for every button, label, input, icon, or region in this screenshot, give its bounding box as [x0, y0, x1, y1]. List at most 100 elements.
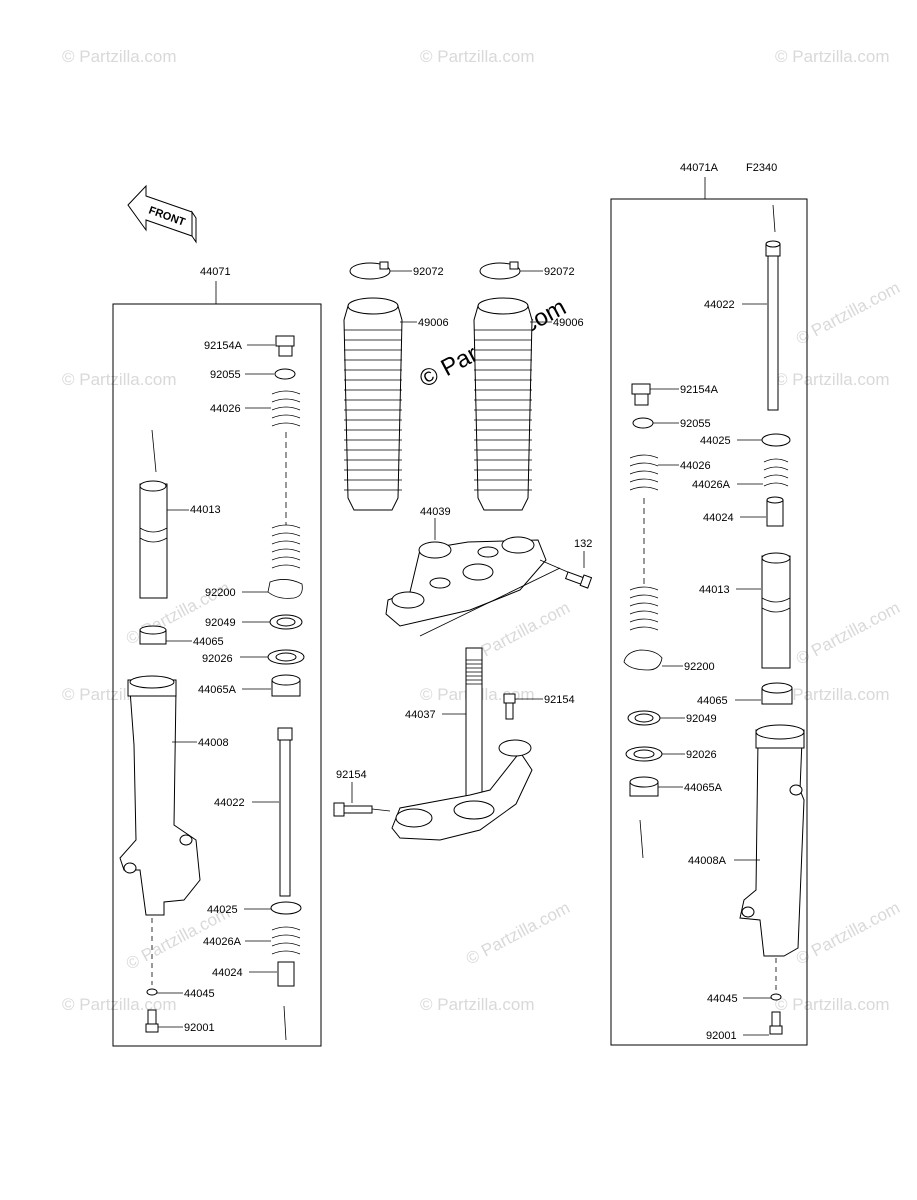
left-part-44024: 44024: [212, 961, 295, 1041]
left-part-92049: 92049: [205, 614, 303, 630]
left-part-44045: 44045: [146, 918, 215, 1000]
left-part-92055: 92055: [210, 368, 296, 381]
svg-text:92049: 92049: [686, 713, 717, 725]
svg-text:92026: 92026: [686, 749, 717, 761]
left-part-44026A: 44026A: [203, 926, 301, 955]
svg-text:44024: 44024: [212, 967, 243, 979]
svg-text:49006: 49006: [553, 317, 584, 329]
left-part-92026: 92026: [202, 649, 305, 665]
svg-text:44025: 44025: [700, 435, 731, 447]
svg-text:49006: 49006: [418, 317, 449, 329]
svg-text:44026A: 44026A: [692, 479, 731, 491]
svg-text:92200: 92200: [205, 587, 236, 599]
left-part-44025: 44025: [207, 901, 302, 916]
svg-text:92049: 92049: [205, 617, 236, 629]
right-part-92049: 92049: [627, 710, 717, 726]
watermark: © Partzilla.com: [463, 898, 573, 969]
svg-text:44026A: 44026A: [203, 936, 242, 948]
svg-text:44065: 44065: [697, 695, 728, 707]
watermark: © Partzilla.com: [420, 47, 535, 66]
left-part-44065A: 44065A: [198, 674, 301, 697]
figure-code: F2340: [746, 162, 777, 174]
svg-text:44065A: 44065A: [684, 782, 723, 794]
svg-text:92072: 92072: [413, 266, 444, 278]
svg-text:44013: 44013: [699, 584, 730, 596]
right-part-44013: 44013: [699, 552, 791, 669]
svg-text:92154A: 92154A: [680, 384, 719, 396]
watermark: © Partzilla.com: [793, 278, 903, 349]
svg-text:44026: 44026: [210, 403, 241, 415]
watermark: © Partzilla.com: [793, 598, 903, 669]
svg-text:44026: 44026: [680, 460, 711, 472]
watermark: © Partzilla.com: [62, 995, 177, 1014]
svg-text:92200: 92200: [684, 661, 715, 673]
right-part-92026: 92026: [625, 746, 717, 762]
left-part-92001: 92001: [145, 1009, 215, 1034]
left-part-44013: 44013: [139, 429, 221, 599]
watermark: © Partzilla.com: [775, 370, 890, 389]
right-part-44008A: 44008A: [688, 724, 805, 957]
svg-text:92154: 92154: [544, 694, 575, 706]
watermark: © Partzilla.com: [62, 47, 177, 66]
center-part-44039: 44039: [385, 506, 561, 637]
svg-text:44013: 44013: [190, 504, 221, 516]
svg-text:92026: 92026: [202, 653, 233, 665]
left-part-92200: 92200: [205, 579, 303, 599]
svg-text:92055: 92055: [210, 369, 241, 381]
svg-text:92055: 92055: [680, 418, 711, 430]
right-part-92200: 92200: [623, 649, 715, 673]
center-part-92154-lower: 92154: [333, 769, 391, 817]
front-arrow-icon: FRONT: [127, 184, 197, 244]
right-part-44065A: 44065A: [629, 776, 723, 859]
svg-text:44065: 44065: [193, 636, 224, 648]
svg-text:92154A: 92154A: [204, 340, 243, 352]
watermark: © Partzilla.com: [62, 370, 177, 389]
watermark: © Partzilla.com: [793, 898, 903, 969]
center-part-92072-left: 92072: [349, 261, 444, 280]
left-part-44008: 44008: [119, 675, 229, 916]
right-part-44026: 44026: [629, 454, 711, 631]
assembly-label-right: 44071A: [680, 162, 719, 174]
svg-text:44045: 44045: [184, 988, 215, 1000]
right-part-44022: 44022: [704, 204, 781, 411]
center-part-92154-upper: 92154: [503, 693, 575, 720]
left-part-92154A: 92154A: [204, 335, 295, 357]
left-part-44026: 44026: [210, 390, 301, 569]
assembly-frame-right: [610, 198, 808, 1046]
watermark: © Partzilla.com: [775, 47, 890, 66]
assembly-label-left: 44071: [200, 266, 231, 278]
left-part-44065: 44065: [139, 625, 224, 648]
svg-text:92072: 92072: [544, 266, 575, 278]
right-part-44045: 44045: [707, 958, 782, 1005]
right-part-44025: 44025: [700, 433, 791, 447]
svg-text:44039: 44039: [420, 506, 451, 518]
left-part-44022: 44022: [214, 727, 293, 897]
svg-text:44024: 44024: [703, 512, 734, 524]
center-part-92072-right: 92072: [479, 261, 575, 280]
right-part-44065: 44065: [697, 682, 793, 707]
right-part-92154A: 92154A: [631, 383, 719, 406]
right-part-44026A: 44026A: [692, 458, 789, 491]
svg-text:92154: 92154: [336, 769, 367, 781]
svg-text:44025: 44025: [207, 904, 238, 916]
svg-text:44022: 44022: [214, 797, 245, 809]
assembly-frame-left: [112, 303, 322, 1047]
svg-text:92001: 92001: [184, 1022, 215, 1034]
svg-text:44008: 44008: [198, 737, 229, 749]
watermark: © Partzilla.com: [420, 995, 535, 1014]
svg-text:92001: 92001: [706, 1030, 737, 1042]
right-part-92055: 92055: [632, 417, 711, 430]
watermark: © Partzilla.com: [775, 685, 890, 704]
center-part-49006-left: 49006: [343, 297, 449, 511]
right-part-44024: 44024: [703, 496, 784, 527]
svg-text:44037: 44037: [405, 709, 436, 721]
right-part-92001: 92001: [706, 1011, 783, 1042]
center-part-132: 132: [539, 538, 592, 589]
center-part-49006-right: 49006: [473, 297, 584, 511]
svg-text:44022: 44022: [704, 299, 735, 311]
svg-text:132: 132: [574, 538, 592, 550]
center-part-44037: 44037: [391, 647, 533, 841]
svg-text:44065A: 44065A: [198, 684, 237, 696]
svg-text:44045: 44045: [707, 993, 738, 1005]
